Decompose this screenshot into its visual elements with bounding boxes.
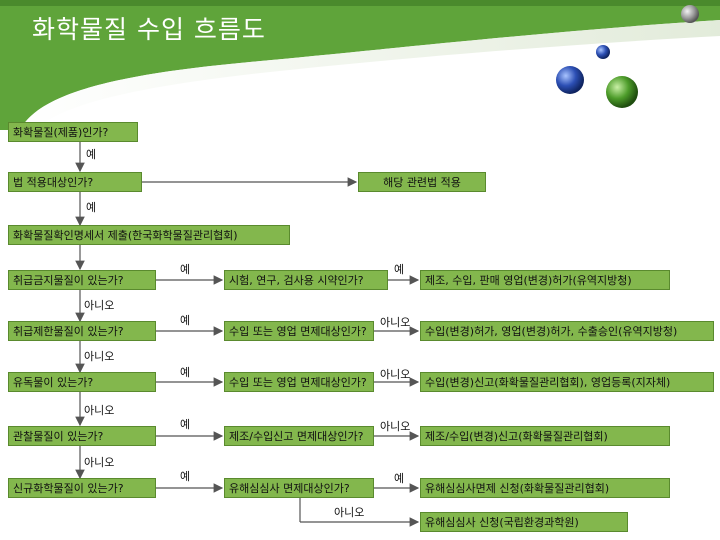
- label-yes-observation: 예: [180, 418, 191, 431]
- header-graphic: [0, 0, 720, 130]
- label-yes-new: 예: [180, 470, 191, 483]
- label-no-observation: 아니오: [84, 456, 115, 469]
- q-new-box: 신규화학물질이 있는가?: [8, 478, 156, 498]
- label-no-review: 아니오: [334, 506, 365, 519]
- label-yes-toxic: 예: [180, 366, 191, 379]
- label-yes-chemical: 예: [86, 148, 97, 161]
- label-yes-research: 예: [394, 263, 405, 276]
- other-law-box: 해당 관련법 적용: [358, 172, 486, 192]
- label-yes-review: 예: [394, 472, 405, 485]
- submit-box: 화확물질확인명세서 제출(한국화학물질관리협회): [8, 225, 290, 245]
- toxic-report-box: 수입(변경)신고(화확물질관리협회), 영업등록(지자체): [420, 372, 714, 392]
- label-no-toxic: 아니오: [84, 404, 115, 417]
- observation-report-box: 제조/수입(변경)신고(화확물질관리협회): [420, 426, 670, 446]
- label-no-restricted: 아니오: [84, 350, 115, 363]
- label-yes-prohibited: 예: [180, 263, 191, 276]
- header-band: [0, 0, 720, 130]
- grey-ball: [681, 5, 699, 23]
- label-yes-law: 예: [86, 201, 97, 214]
- q-toxic-exempt-box: 수입 또는 영업 면제대상인가?: [224, 372, 374, 392]
- blue-ball-small: [596, 45, 610, 59]
- q-review-exempt-box: 유해심심사 면제대상인가?: [224, 478, 374, 498]
- blue-ball: [556, 66, 584, 94]
- q-restricted-exempt-box: 수입 또는 영업 면제대상인가?: [224, 321, 374, 341]
- label-yes-restricted: 예: [180, 314, 191, 327]
- q-observation-box: 관찰물질이 있는가?: [8, 426, 156, 446]
- page-title: 화학물질 수입 흐름도: [32, 15, 266, 44]
- label-no-prohibited: 아니오: [84, 299, 115, 312]
- q-restricted-box: 취급제한물질이 있는가?: [8, 321, 156, 341]
- q-observation-exempt-box: 제조/수입신고 면제대상인가?: [224, 426, 374, 446]
- restricted-permit-box: 수입(변경)허가, 영업(변경)허가, 수출승인(유역지방청): [420, 321, 714, 341]
- review-apply-box: 유해심심사 신청(국립환경과학원): [420, 512, 628, 532]
- header-curve: [20, 20, 720, 130]
- review-exempt-apply-box: 유해심심사면제 신청(화확물질관리협회): [420, 478, 670, 498]
- q-toxic-box: 유독물이 있는가?: [8, 372, 156, 392]
- q-research-box: 시험, 연구, 검사용 시약인가?: [224, 270, 388, 290]
- label-no-observation-exempt: 아니오: [380, 420, 411, 433]
- label-no-restricted-exempt: 아니오: [380, 316, 411, 329]
- prohibited-permit-box: 제조, 수입, 판매 영업(변경)허가(유역지방청): [420, 270, 670, 290]
- q-law-box: 법 적용대상인가?: [8, 172, 142, 192]
- q-chemical-box: 화확물질(제품)인가?: [8, 122, 138, 142]
- header-banner: 화학물질 수입 흐름도: [0, 0, 720, 130]
- q-prohibited-box: 취급금지물질이 있는가?: [8, 270, 156, 290]
- label-no-toxic-exempt: 아니오: [380, 368, 411, 381]
- green-ball: [606, 76, 638, 108]
